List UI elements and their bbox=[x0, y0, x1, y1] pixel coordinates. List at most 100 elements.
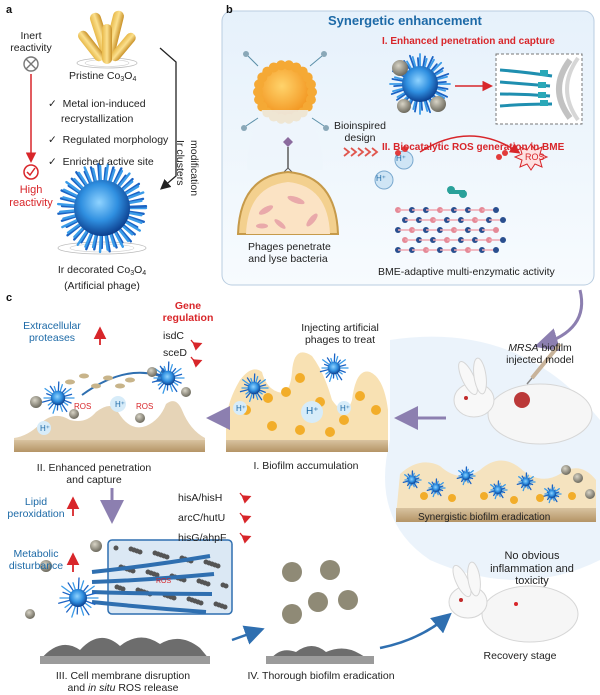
protease bbox=[91, 383, 101, 389]
urchin-spike bbox=[67, 582, 75, 592]
urchin-spike bbox=[336, 372, 343, 381]
mrsa-italic: MRSA bbox=[508, 342, 539, 354]
urchin-spike bbox=[498, 482, 501, 488]
lattice-atom bbox=[493, 247, 499, 253]
protease bbox=[79, 373, 89, 379]
h-plus-bubble bbox=[301, 401, 323, 423]
inert-icon bbox=[23, 56, 39, 72]
urchin-spike bbox=[412, 482, 415, 488]
urchin-spike bbox=[53, 385, 57, 393]
bacterium bbox=[30, 396, 42, 408]
urchin-spike bbox=[437, 490, 442, 497]
protease bbox=[125, 377, 135, 383]
stage-3-label: III. Cell membrane disruption and in sit… bbox=[28, 670, 218, 694]
urchin-spike bbox=[527, 484, 532, 491]
urchin-spike bbox=[85, 592, 97, 597]
urchin-spike bbox=[336, 359, 341, 365]
lattice-atom bbox=[493, 207, 499, 213]
urchin-spike bbox=[244, 383, 250, 387]
lipid-line-2: peroxidation bbox=[7, 508, 65, 521]
stage-2-label: II. Enhanced penetration and capture bbox=[14, 462, 174, 486]
bacterium bbox=[181, 387, 191, 397]
urchin-spike bbox=[337, 370, 343, 375]
bacterium-orange bbox=[448, 494, 456, 502]
bacterium-orange bbox=[295, 373, 305, 383]
urchin-spike bbox=[325, 371, 332, 378]
lipid-label: Lipid peroxidation bbox=[2, 496, 70, 520]
urchin-spike bbox=[62, 591, 72, 596]
bacterium-orange bbox=[536, 494, 544, 502]
no-obvious-label: No obvious inflammation and toxicity bbox=[482, 550, 582, 588]
urchin-spike bbox=[498, 492, 501, 498]
panel-a bbox=[23, 10, 177, 255]
bacterium-orange bbox=[510, 496, 518, 504]
urchin-spike bbox=[64, 602, 73, 609]
urchin-spike bbox=[255, 375, 259, 384]
urchin-spike bbox=[257, 379, 266, 386]
bacterium-orange bbox=[420, 492, 428, 500]
urchin-spike bbox=[492, 492, 497, 497]
urchin-spike bbox=[169, 383, 173, 392]
inert-line-2: reactivity bbox=[10, 42, 52, 55]
protease bbox=[65, 379, 75, 385]
membrane-dot bbox=[114, 584, 120, 590]
point-1-label: I. Enhanced penetration and capture bbox=[382, 36, 555, 47]
membrane-dot bbox=[196, 578, 202, 584]
urchin-spike bbox=[82, 584, 89, 593]
injecting-line-2: phages to treat bbox=[304, 334, 376, 347]
urchin-spike bbox=[499, 492, 504, 499]
urchin-spike bbox=[77, 577, 80, 591]
phages-line-2: and lyse bacteria bbox=[248, 253, 328, 266]
urchin-spike bbox=[81, 604, 90, 616]
synergetic-title: Synergetic enhancement bbox=[328, 13, 482, 28]
stage-2-biofilm bbox=[14, 361, 205, 452]
urchin-spike bbox=[402, 480, 410, 483]
urchin-spike bbox=[48, 402, 55, 410]
stage-1-biofilm bbox=[226, 352, 388, 452]
urchin-spike bbox=[62, 387, 72, 395]
rabbit-mrsa-model bbox=[453, 342, 593, 445]
urchin-spike bbox=[414, 477, 420, 480]
bacterium-bump bbox=[305, 79, 316, 90]
urchin-spike bbox=[61, 585, 73, 594]
bacterium bbox=[282, 562, 302, 582]
urchin-spike bbox=[62, 401, 69, 406]
h-plus-label-c1: H⁺ bbox=[115, 400, 125, 409]
lipid-line-1: Lipid bbox=[24, 496, 48, 508]
high-line-2: reactivity bbox=[9, 196, 53, 209]
mini-urchin bbox=[407, 475, 417, 485]
mini-urchin bbox=[160, 370, 176, 386]
urchin-spike bbox=[428, 482, 434, 487]
urchin-spike bbox=[461, 469, 465, 474]
bacterium bbox=[282, 604, 302, 624]
urchin-spike bbox=[60, 402, 68, 413]
decorated-o: O bbox=[134, 264, 143, 276]
urchin-spike bbox=[63, 393, 73, 397]
bacterium bbox=[147, 367, 157, 377]
urchin-spike bbox=[329, 372, 333, 382]
metabolic-line-1: Metabolic bbox=[13, 548, 59, 560]
bacterium-bump bbox=[276, 60, 287, 71]
bacterial-cell-cutaway bbox=[236, 170, 340, 235]
extracellular-line-1: Extracellular bbox=[23, 320, 81, 332]
lattice-atom bbox=[493, 227, 499, 233]
urchin-spike bbox=[522, 484, 526, 492]
ros-label-c3: ROS bbox=[156, 578, 172, 585]
urchin-spike bbox=[158, 382, 165, 390]
bacterium-orange bbox=[263, 393, 273, 403]
mini-urchin bbox=[327, 361, 341, 375]
bacterium-orange bbox=[339, 415, 349, 425]
mini-urchin bbox=[69, 589, 87, 607]
stage-2-line-1: II. Enhanced penetration bbox=[36, 462, 152, 474]
urchin-spike bbox=[462, 478, 466, 486]
membrane-dot bbox=[128, 546, 134, 552]
mini-urchin bbox=[461, 471, 471, 481]
urchin-spike bbox=[456, 476, 464, 479]
urchin-spike bbox=[542, 494, 550, 497]
bacterium-bump bbox=[253, 87, 263, 97]
mrsa-line-2: injected model bbox=[506, 354, 574, 367]
urchin-spike bbox=[438, 488, 444, 492]
urchin-spike bbox=[71, 604, 77, 618]
bacterium-orange bbox=[355, 391, 365, 401]
no-obvious-line-1: No obvious bbox=[504, 550, 560, 562]
